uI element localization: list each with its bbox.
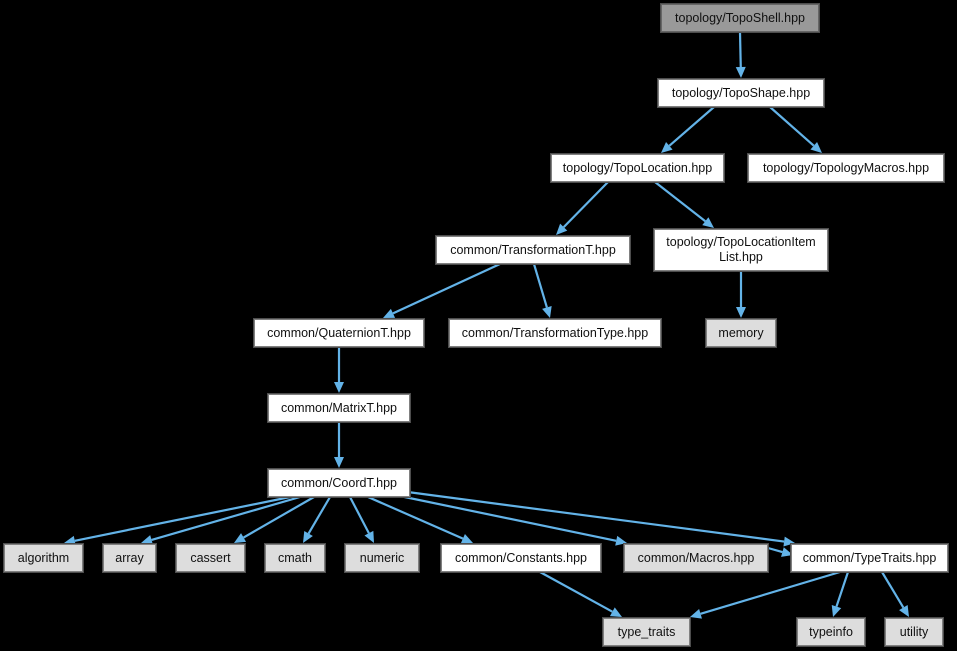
graph-node-transformationt[interactable]: common/TransformationT.hpp [435, 235, 631, 265]
graph-edge-coordt-to-typetraits_hpp [399, 489, 795, 547]
graph-edge-topolocationitem-to-memory [736, 271, 746, 318]
graph-edge-coordt-to-cmath [303, 496, 331, 543]
graph-node-cmath[interactable]: cmath [264, 543, 326, 573]
graph-node-macros[interactable]: common/Macros.hpp [623, 543, 769, 573]
graph-node-array[interactable]: array [102, 543, 157, 573]
graph-node-utility[interactable]: utility [884, 617, 944, 647]
graph-edge-topolocation-to-topolocationitem [654, 181, 714, 228]
graph-edge-coordt-to-algorithm [64, 495, 291, 546]
graph-node-topologymacros[interactable]: topology/TopologyMacros.hpp [747, 153, 945, 183]
graph-edge-coordt-to-constants [367, 495, 473, 544]
graph-edge-coordt-to-macros [389, 492, 627, 546]
graph-node-type_traits[interactable]: type_traits [602, 617, 691, 647]
graph-edge-typetraits_hpp-to-type_traits [690, 570, 841, 619]
graph-node-algorithm[interactable]: algorithm [3, 543, 84, 573]
graph-node-topolocationitem[interactable]: topology/TopoLocationItem List.hpp [653, 228, 829, 272]
graph-node-constants[interactable]: common/Constants.hpp [440, 543, 602, 573]
graph-node-topolocation[interactable]: topology/TopoLocation.hpp [550, 153, 725, 183]
graph-edge-quaterniont-to-matrixt [334, 347, 344, 393]
graph-edge-matrixt-to-coordt [334, 422, 344, 468]
graph-node-toposhell[interactable]: topology/TopoShell.hpp [660, 3, 820, 33]
graph-node-cassert[interactable]: cassert [175, 543, 246, 573]
graph-edge-toposhape-to-topologymacros [769, 106, 822, 153]
graph-edge-typetraits_hpp-to-typeinfo [831, 571, 850, 617]
graph-node-toposhape[interactable]: topology/TopoShape.hpp [657, 78, 825, 108]
graph-edge-coordt-to-array [141, 495, 301, 545]
graph-edge-toposhape-to-topolocation [661, 106, 715, 153]
graph-node-matrixt[interactable]: common/MatrixT.hpp [267, 393, 411, 423]
graph-node-typeinfo[interactable]: typeinfo [796, 617, 866, 647]
graph-node-memory[interactable]: memory [705, 318, 777, 348]
graph-edge-coordt-to-cassert [234, 496, 315, 543]
graph-edge-topolocation-to-transformationt [556, 181, 609, 235]
graph-node-numeric[interactable]: numeric [344, 543, 420, 573]
graph-edge-coordt-to-numeric [349, 496, 374, 543]
graph-edge-transformationt-to-quaterniont [383, 263, 501, 318]
graph-node-coordt[interactable]: common/CoordT.hpp [267, 468, 411, 498]
graph-edge-toposhell-to-toposhape [735, 31, 746, 78]
graph-edge-typetraits_hpp-to-utility [881, 571, 909, 617]
graph-node-typetraits_hpp[interactable]: common/TypeTraits.hpp [790, 543, 949, 573]
graph-edge-constants-to-type_traits [539, 571, 622, 617]
graph-edge-macros-to-typetraits_hpp [767, 546, 793, 557]
graph-node-transformationtype[interactable]: common/TransformationType.hpp [448, 318, 662, 348]
graph-edge-transformationt-to-transformationtype [532, 263, 552, 318]
graph-node-quaterniont[interactable]: common/QuaternionT.hpp [253, 318, 425, 348]
